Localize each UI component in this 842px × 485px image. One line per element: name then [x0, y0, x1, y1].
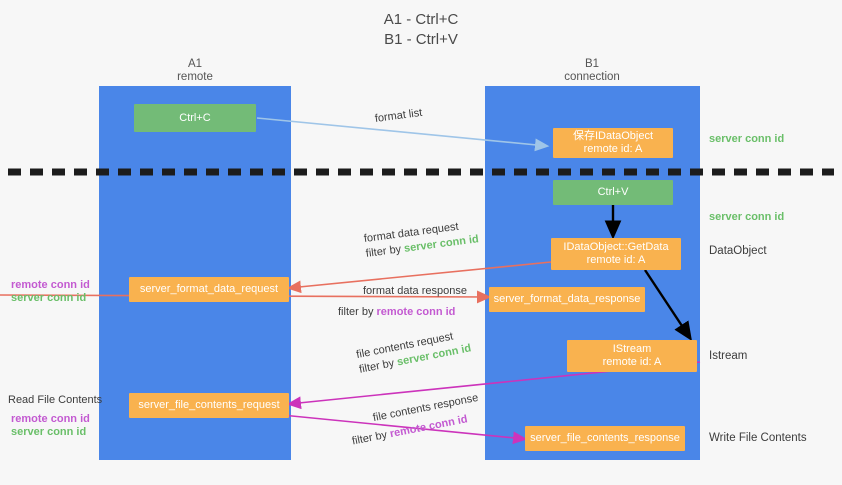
- node-server-format-data-request[interactable]: server_format_data_request: [129, 277, 289, 302]
- flow-label-format-list-text: format list: [374, 106, 423, 125]
- flow-filter-value: remote conn id: [376, 306, 456, 318]
- node-ctrl-c[interactable]: Ctrl+C: [134, 104, 256, 132]
- column-header-a1-role: remote: [177, 71, 213, 83]
- node-idataobject-getdata[interactable]: IDataObject::GetData remote id: A: [551, 238, 681, 270]
- column-header-a1: A1 remote: [115, 58, 275, 84]
- right-label-server-conn-id-top: server conn id: [709, 133, 785, 145]
- node-istream-line2: remote id: A: [602, 356, 662, 368]
- left-label-read-file-contents: Read File Contents: [8, 394, 103, 406]
- left-label-remote-conn-id-1: remote conn id: [11, 279, 90, 291]
- right-label-server-conn-id-mid: server conn id: [709, 211, 785, 223]
- flow-label-format-data-response: format data response filter by remote co…: [338, 284, 467, 320]
- node-ctrl-v-label: Ctrl+V: [597, 186, 629, 198]
- page-title: A1 - Ctrl+C B1 - Ctrl+V: [0, 10, 842, 50]
- title-line-1: A1 - Ctrl+C: [383, 11, 459, 28]
- node-server-file-contents-request-label: server_file_contents_request: [138, 399, 280, 411]
- left-label-server-conn-id-1: server conn id: [11, 292, 87, 304]
- node-ctrl-v[interactable]: Ctrl+V: [553, 180, 673, 205]
- node-server-format-data-response-label: server_format_data_response: [493, 293, 641, 305]
- node-save-idataobject-line1: 保存IDataObject: [572, 130, 654, 142]
- column-header-b1-name: B1: [584, 58, 600, 70]
- flow-label-format-list: format list: [374, 106, 423, 127]
- node-istream-line1: IStream: [612, 343, 652, 355]
- flow-filter-prefix: filter by: [351, 428, 389, 448]
- node-save-idataobject-line2: remote id: A: [583, 143, 643, 155]
- node-server-file-contents-response[interactable]: server_file_contents_response: [525, 426, 685, 451]
- column-header-b1-role: connection: [564, 71, 620, 83]
- flow-label-format-data-request: format data request filter by server con…: [363, 217, 480, 262]
- right-label-write-file-contents: Write File Contents: [709, 432, 807, 444]
- flow-filter-prefix: filter by: [338, 306, 374, 318]
- node-idataobject-getdata-line2: remote id: A: [586, 254, 646, 266]
- node-server-format-data-response[interactable]: server_format_data_response: [489, 287, 645, 312]
- flow-filter-format-data-response: filter by remote conn id: [338, 305, 467, 320]
- left-label-remote-conn-id-2: remote conn id: [11, 413, 90, 425]
- node-ctrl-c-label: Ctrl+C: [179, 111, 211, 124]
- flow-filter-prefix: filter by: [365, 243, 402, 260]
- column-header-a1-name: A1: [187, 58, 203, 70]
- right-label-istream: Istream: [709, 350, 748, 362]
- flow-label-format-data-response-text: format data response: [363, 285, 467, 297]
- node-save-idataobject[interactable]: 保存IDataObject remote id: A: [553, 128, 673, 158]
- node-server-format-data-request-label: server_format_data_request: [139, 283, 279, 295]
- left-label-server-conn-id-2: server conn id: [11, 426, 87, 438]
- flow-label-file-contents-response: file contents response filter by remote …: [351, 391, 484, 448]
- flow-label-file-contents-request: file contents request filter by server c…: [355, 327, 472, 378]
- right-label-dataobject: DataObject: [709, 245, 767, 257]
- node-istream[interactable]: IStream remote id: A: [567, 340, 697, 372]
- node-server-file-contents-response-label: server_file_contents_response: [530, 432, 680, 444]
- column-header-b1: B1 connection: [512, 58, 672, 84]
- node-idataobject-getdata-line1: IDataObject::GetData: [563, 241, 669, 253]
- node-server-file-contents-request[interactable]: server_file_contents_request: [129, 393, 289, 418]
- title-line-2: B1 - Ctrl+V: [384, 31, 458, 48]
